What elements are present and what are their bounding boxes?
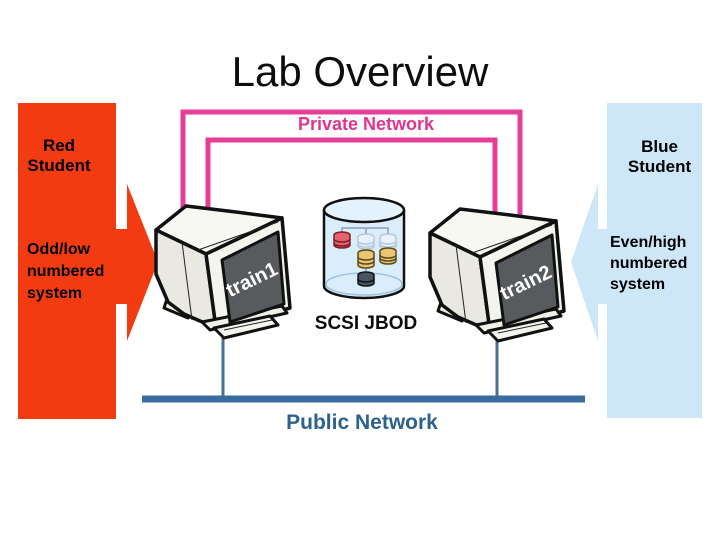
monitor-side-line — [455, 244, 467, 324]
scsi-jbod-label: SCSI JBOD — [314, 313, 418, 334]
jbod-disk-yellow-right — [379, 247, 397, 265]
keyboard-icon — [212, 314, 280, 340]
private-network-cable-inner — [205, 137, 498, 220]
private-network-cable-outer — [180, 109, 523, 222]
jbod-disk-dark — [357, 271, 375, 287]
jbod-disk-red — [333, 231, 351, 249]
monitor-train1-icon: train1 — [154, 204, 292, 340]
jbod-top-lid — [322, 196, 406, 224]
jbod-icon — [322, 196, 406, 300]
private-network-cables — [180, 109, 523, 222]
jbod-disk-yellow-mid — [357, 249, 375, 269]
monitor-train2-icon: train2 — [428, 207, 566, 343]
monitor-screen — [220, 230, 286, 324]
red-system-label: Odd/low numbered system — [27, 241, 105, 302]
keyboard-key-line — [223, 319, 273, 331]
blue-student-panel: Blue Student Even/high numbered system — [607, 103, 702, 418]
monitor-screen — [494, 233, 560, 327]
jbod-disk-ghost-right — [379, 233, 397, 250]
keyboard-icon — [486, 317, 554, 343]
red-student-label: Red Student — [27, 136, 91, 175]
public-network-label: Public Network — [286, 411, 438, 434]
monitor-side-line — [181, 241, 193, 321]
monitor-vent-line — [471, 224, 553, 254]
red-student-panel: Red Student Odd/low numbered system — [18, 103, 116, 419]
monitor-vent-line — [197, 221, 279, 251]
public-network — [142, 333, 585, 403]
blue-student-label: Blue Student — [627, 137, 692, 176]
private-network-label: Private Network — [297, 114, 435, 134]
blue-system-label: Even/high numbered system — [610, 234, 688, 293]
keyboard-key-line — [497, 322, 547, 334]
red-arrow-icon — [115, 184, 158, 341]
slide-title: Lab Overview — [231, 48, 489, 95]
blue-arrow-icon — [571, 184, 609, 341]
jbod-disk-ghost-mid — [357, 233, 375, 250]
